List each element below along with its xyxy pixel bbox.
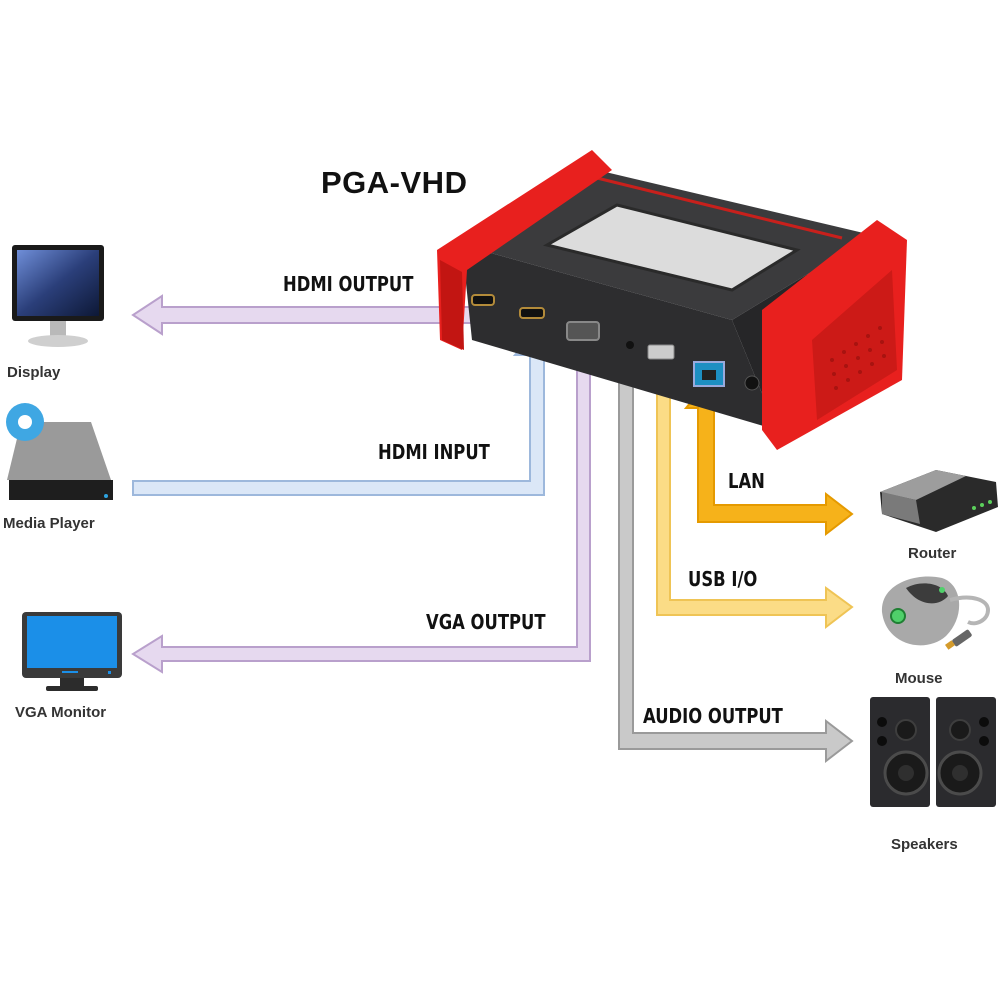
audio-jack [626, 341, 634, 349]
label-vga-output: VGA OUTPUT [426, 610, 546, 634]
mouse-icon [881, 576, 991, 650]
media-player-icon [6, 403, 113, 500]
router-icon [880, 470, 998, 532]
speaker-left [870, 697, 930, 807]
vga-output-arrow [131, 361, 591, 674]
label-hdmi-output: HDMI OUTPUT [283, 272, 414, 296]
label-usb-io: USB I/O [688, 567, 758, 591]
label-hdmi-input: HDMI INPUT [378, 440, 490, 464]
audio-output-arrow [618, 361, 854, 764]
vga-monitor-icon [22, 612, 122, 691]
usb-port [647, 344, 675, 360]
dc-power-port [744, 375, 760, 391]
device-label-display: Display [7, 364, 61, 381]
device-label-speakers: Speakers [891, 836, 958, 853]
pga-vhd-device-icon [437, 150, 907, 450]
device-label-vga-monitor: VGA Monitor [15, 704, 107, 721]
speaker-right [936, 697, 996, 807]
label-lan: LAN [728, 469, 765, 493]
device-label-router: Router [908, 545, 957, 562]
label-audio-output: AUDIO OUTPUT [643, 704, 783, 728]
device-label-mouse: Mouse [895, 670, 943, 687]
hdmi-input-port [519, 307, 545, 319]
diagram-title: PGA-VHD [321, 165, 468, 200]
ethernet-port [693, 361, 725, 387]
display-monitor-icon [12, 245, 104, 347]
vga-port [566, 321, 600, 341]
hdmi-output-port [471, 294, 495, 306]
speakers-icon [870, 697, 996, 807]
usb-io-arrow [656, 379, 854, 630]
device-label-media-player: Media Player [3, 515, 95, 532]
hdmi-output-arrow [131, 294, 486, 336]
